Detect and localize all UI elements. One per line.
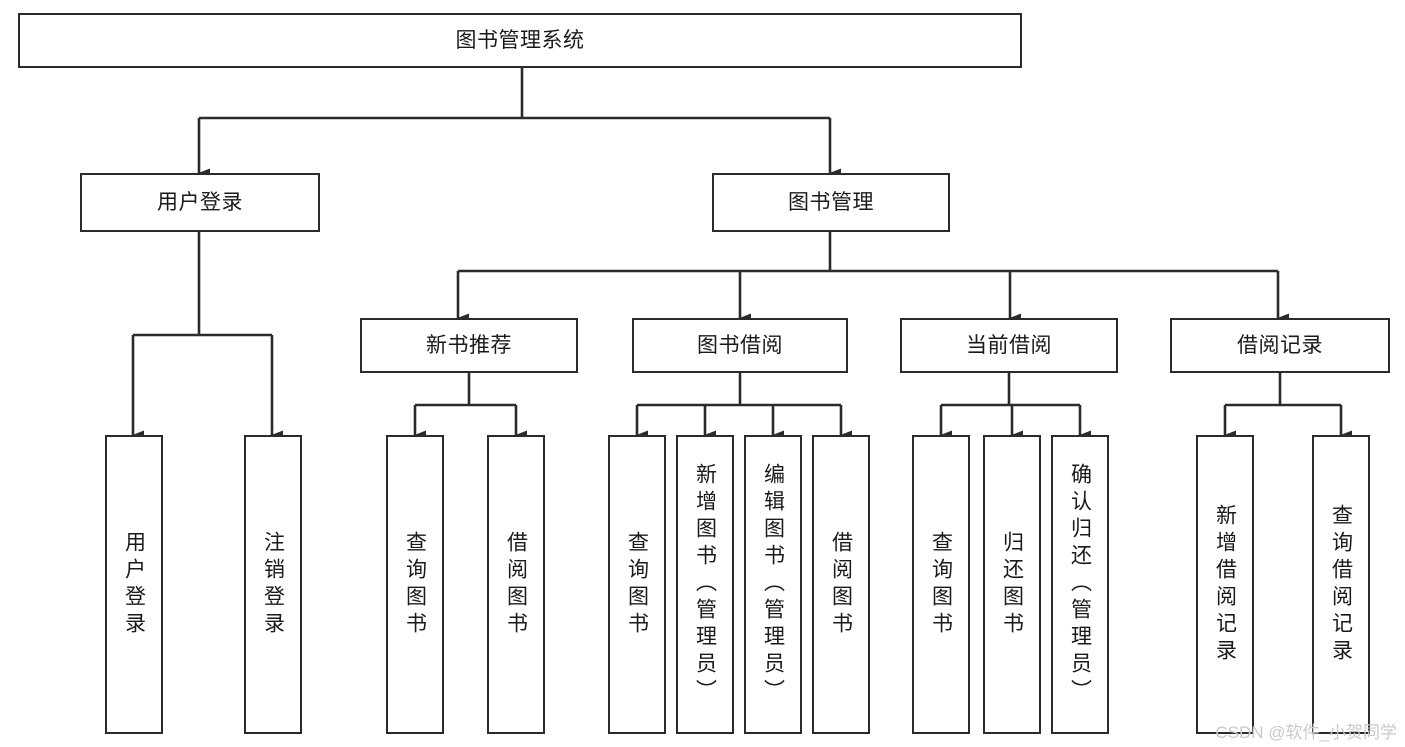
node-leaf-3[interactable]: 借阅图书 [487,435,545,734]
node-leaf-label: 新增图书（管理员） [693,463,717,706]
node-root-0[interactable]: 图书管理系统 [18,13,1022,68]
node-leaf-label: 编辑图书（管理员） [761,463,785,706]
node-leaf-7[interactable]: 借阅图书 [812,435,870,734]
node-level2-1[interactable]: 图书管理 [712,173,950,232]
node-leaf-6[interactable]: 编辑图书（管理员） [744,435,802,734]
node-root-label: 图书管理系统 [455,28,585,52]
node-leaf-label: 新增借阅记录 [1213,503,1237,666]
node-leaf-label: 归还图书 [1000,530,1024,639]
node-leaf-0[interactable]: 用户登录 [105,435,163,734]
node-leaf-label: 用户登录 [122,530,146,639]
node-leaf-5[interactable]: 新增图书（管理员） [676,435,734,734]
node-leaf-label: 查询图书 [929,530,953,639]
node-leaf-label: 借阅图书 [504,530,528,639]
watermark-text: CSDN @软件_小贺同学 [1215,723,1397,742]
node-level3-1[interactable]: 图书借阅 [632,318,848,373]
node-leaf-1[interactable]: 注销登录 [244,435,302,734]
node-leaf-label: 查询图书 [625,530,649,639]
node-leaf-label: 借阅图书 [829,530,853,639]
node-level3-3[interactable]: 借阅记录 [1170,318,1390,373]
node-leaf-12[interactable]: 查询借阅记录 [1312,435,1370,734]
node-leaf-2[interactable]: 查询图书 [386,435,444,734]
node-level2-label: 用户登录 [157,190,243,214]
node-level2-label: 图书管理 [788,190,874,214]
node-level3-label: 借阅记录 [1237,333,1323,357]
node-level2-0[interactable]: 用户登录 [80,173,320,232]
node-leaf-9[interactable]: 归还图书 [983,435,1041,734]
node-level3-0[interactable]: 新书推荐 [360,318,578,373]
node-level3-label: 新书推荐 [426,333,512,357]
connector-lines [131,68,1352,440]
node-level3-label: 图书借阅 [697,333,783,357]
node-leaf-label: 注销登录 [261,530,285,639]
node-leaf-8[interactable]: 查询图书 [912,435,970,734]
node-leaf-10[interactable]: 确认归还（管理员） [1051,435,1109,734]
node-leaf-11[interactable]: 新增借阅记录 [1196,435,1254,734]
node-leaf-label: 查询借阅记录 [1329,503,1353,666]
node-level3-label: 当前借阅 [966,333,1052,357]
node-level3-2[interactable]: 当前借阅 [900,318,1118,373]
node-leaf-4[interactable]: 查询图书 [608,435,666,734]
node-leaf-label: 查询图书 [403,530,427,639]
node-leaf-label: 确认归还（管理员） [1068,463,1092,706]
